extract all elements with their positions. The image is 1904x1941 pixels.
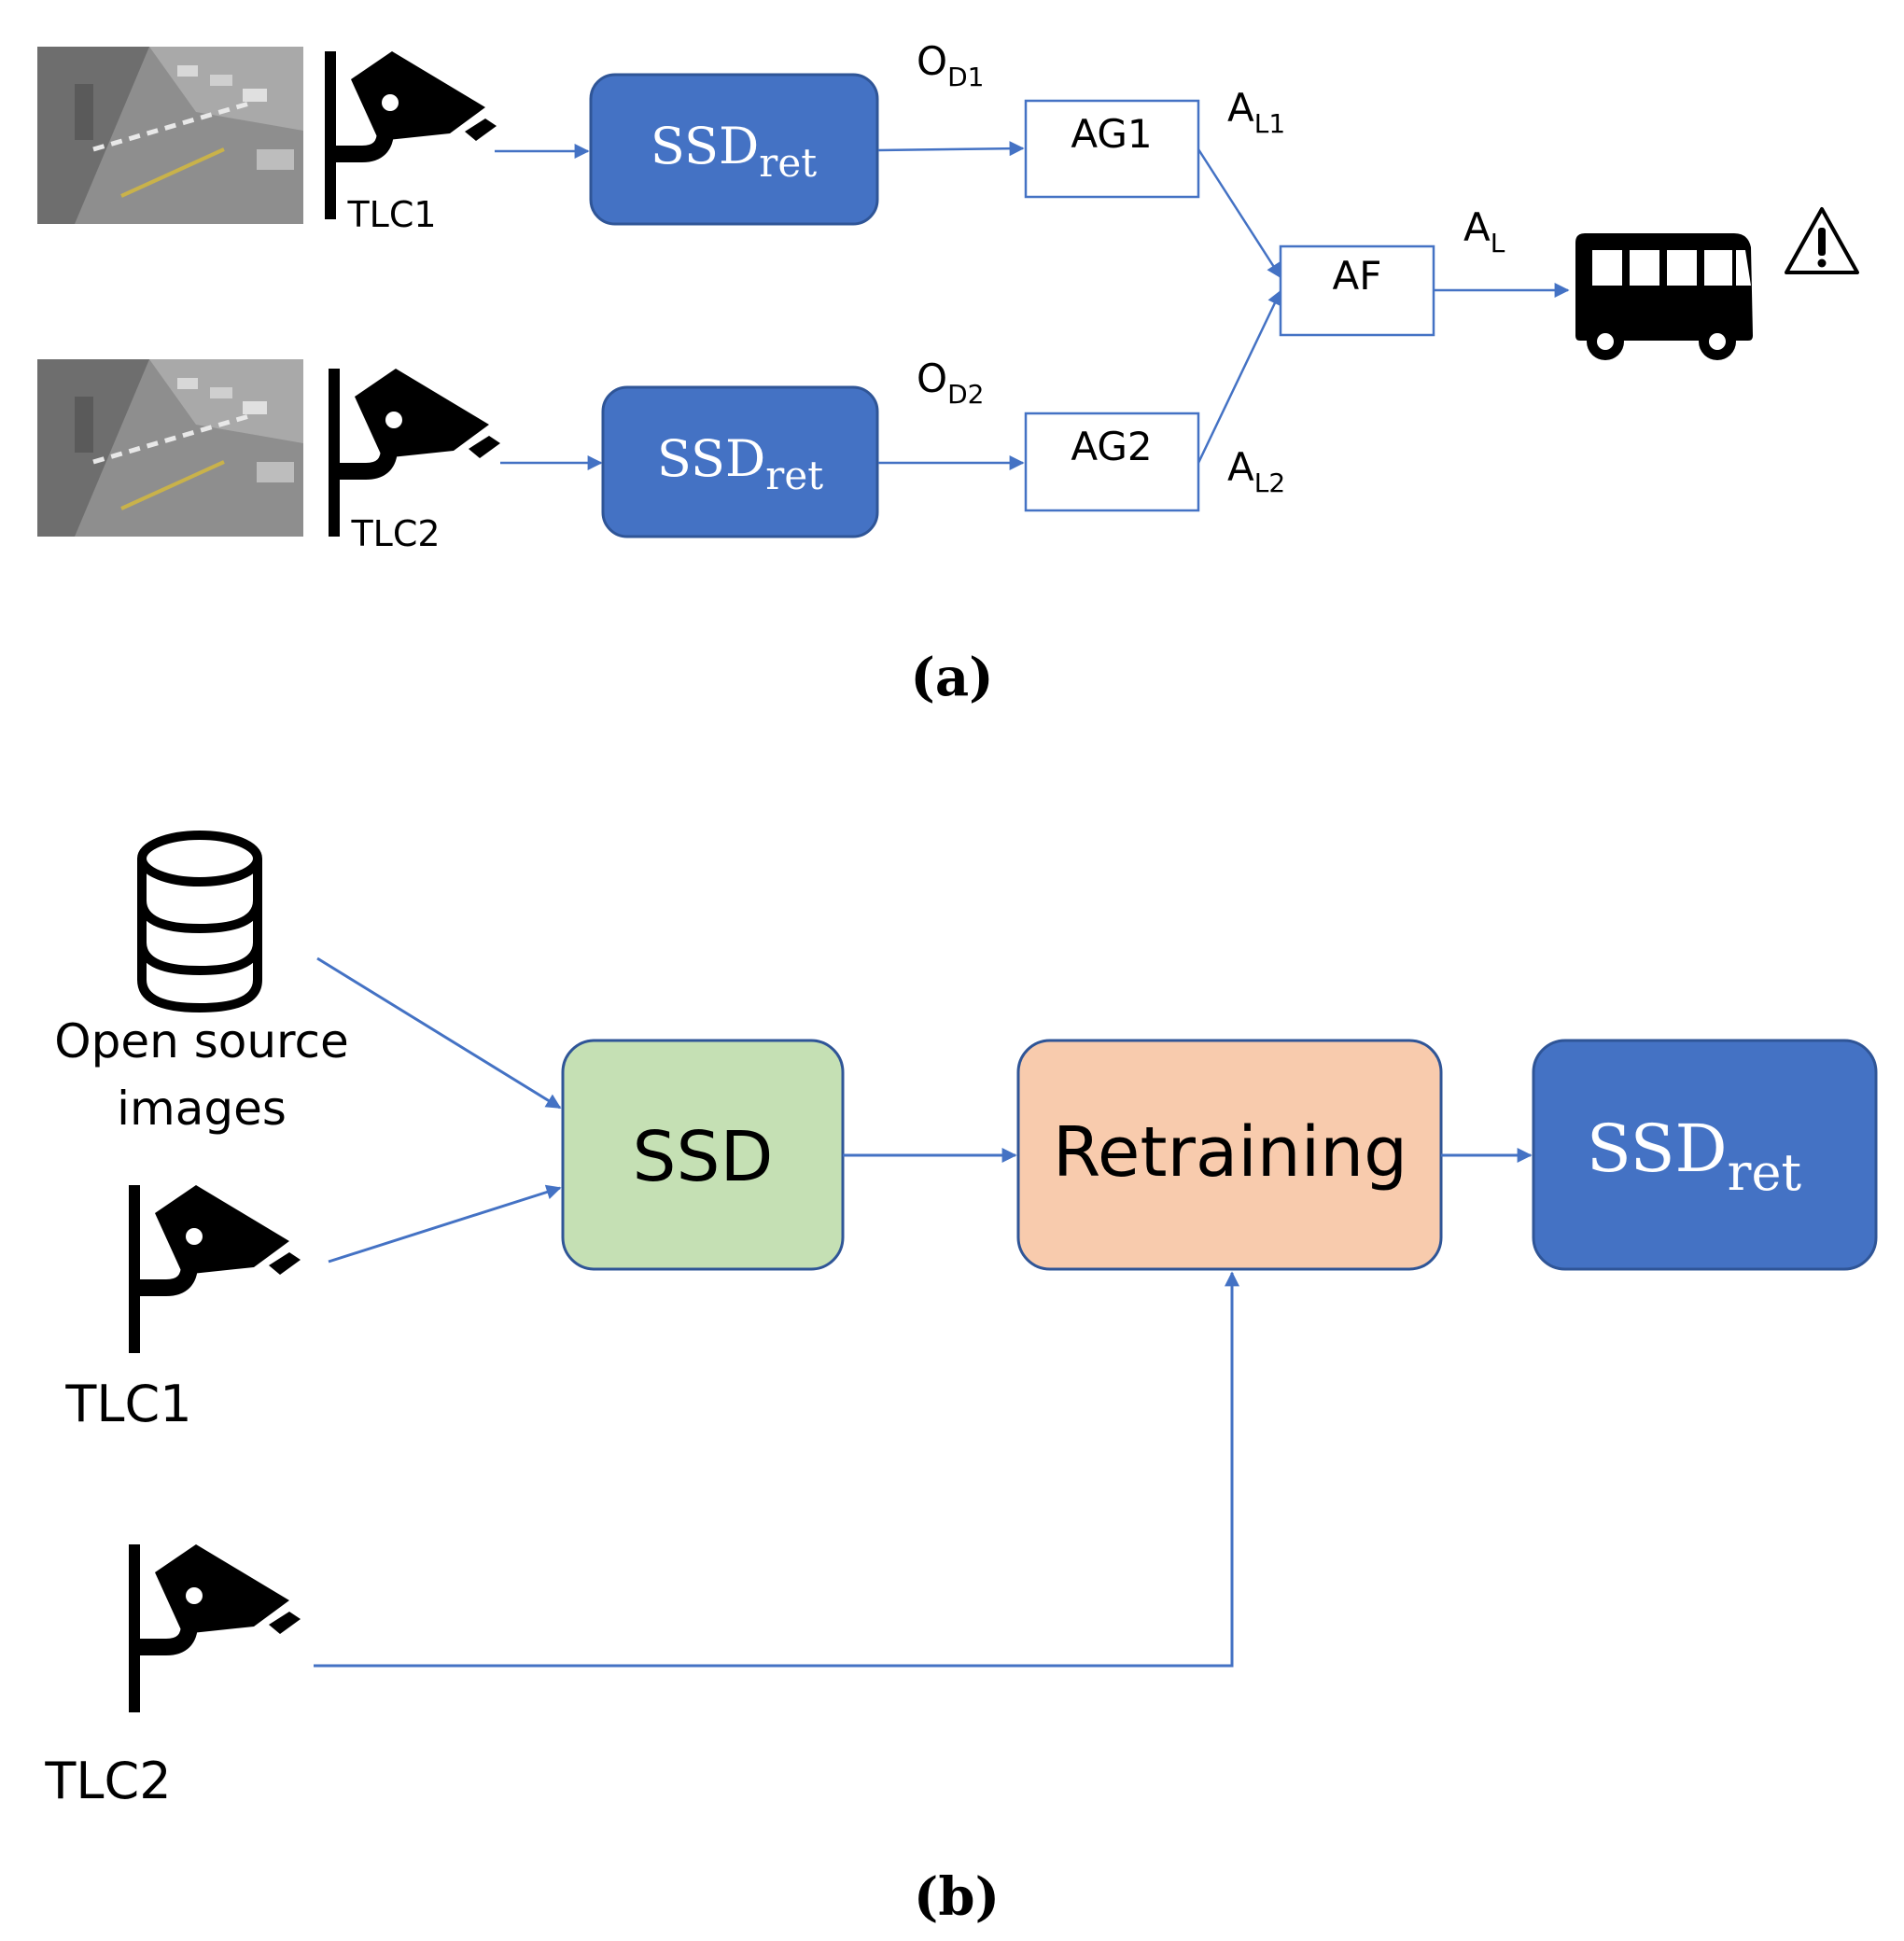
arrow-tlc2-to-retraining <box>314 1271 1239 1668</box>
street-photo-icon <box>37 359 303 537</box>
camera-label-tlc2: TLC2 <box>350 513 440 554</box>
retraining-label: Retraining <box>1053 1112 1407 1193</box>
ag1-box <box>1024 99 1200 199</box>
camera-label-tlc1: TLC1 <box>64 1375 191 1433</box>
cctv-camera-icon <box>329 369 500 537</box>
ssd-label: SSD <box>633 1117 774 1197</box>
panel-b: Open source images TLC1 TLC2 SSD Retrain… <box>44 831 1878 1928</box>
caption-b: (b) <box>914 1866 1000 1928</box>
database-icon <box>137 831 262 1013</box>
bus-icon <box>1575 233 1753 360</box>
ag1-label: AG1 <box>1071 111 1152 157</box>
output-label-od2: OD2 <box>917 356 984 410</box>
alarm-level-label-al2: AL2 <box>1227 444 1285 498</box>
af-label: AF <box>1333 253 1382 299</box>
ssd-ret-box-1 <box>589 73 879 226</box>
cctv-camera-icon <box>129 1185 301 1353</box>
camera-label-tlc1: TLC1 <box>346 194 436 235</box>
ssd-ret-box-2 <box>601 385 879 538</box>
arrow-tlc1-to-ssd <box>328 1184 562 1264</box>
cctv-camera-icon <box>129 1544 301 1712</box>
alarm-level-label-al1: AL1 <box>1227 85 1285 139</box>
arrow-ssd1-to-ag1 <box>877 141 1025 157</box>
database-label-line1: Open source <box>54 1014 348 1068</box>
ag2-label: AG2 <box>1071 424 1152 469</box>
ssd-ret-label: SSDret <box>1587 1110 1802 1202</box>
panel-a: TLC1 TLC2 SSDret SSDret OD1 OD2 AG1 AG2 <box>37 38 1859 708</box>
database-label-line2: images <box>117 1082 287 1136</box>
caption-a: (a) <box>910 647 993 708</box>
camera-label-tlc2: TLC2 <box>44 1752 171 1810</box>
output-label-od1: OD1 <box>917 38 984 92</box>
ssd-ret-label-1: SSDret <box>651 117 817 186</box>
ssd-ret-label-2: SSDret <box>657 429 823 498</box>
alarm-level-label-al: AL <box>1463 204 1505 258</box>
street-photo-icon <box>37 47 303 224</box>
arrow-ag2-to-af <box>1197 289 1282 464</box>
warning-triangle-icon <box>1785 207 1859 274</box>
arrow-database-to-ssd <box>316 957 562 1110</box>
arrow-ag1-to-af <box>1197 148 1282 279</box>
af-box <box>1279 244 1435 337</box>
ssd-ret-box <box>1532 1039 1878 1271</box>
